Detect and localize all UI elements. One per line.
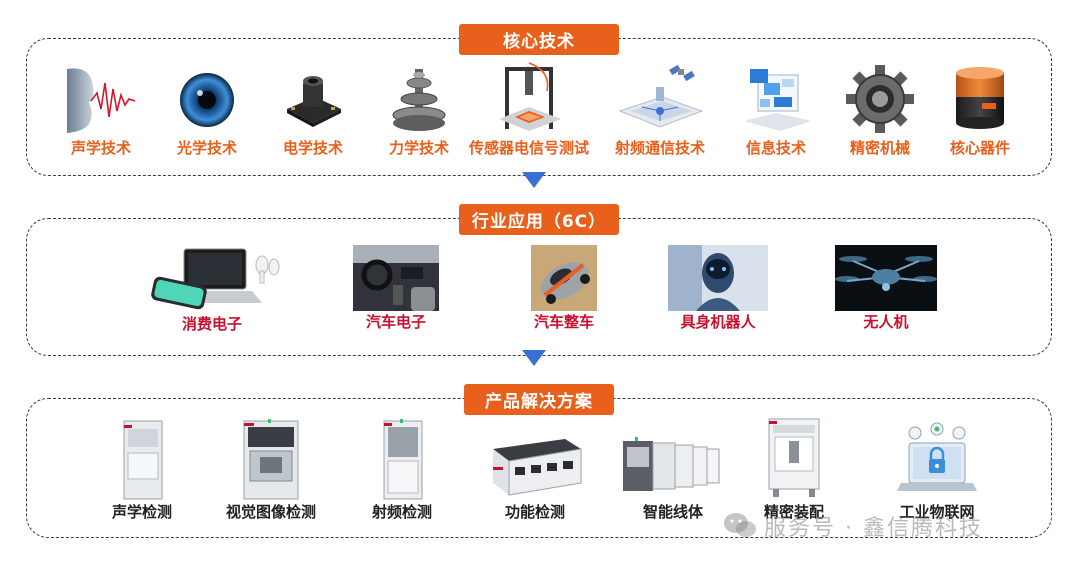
solution-label: 射频检测 bbox=[371, 503, 432, 521]
satellite-tablet-icon bbox=[618, 64, 704, 128]
industry-item-vehicles: 汽车整车 bbox=[509, 245, 619, 332]
core-tech-label: 力学技术 bbox=[388, 139, 449, 157]
core-tech-label: 光学技术 bbox=[176, 139, 237, 157]
core-tech-item-sensor-testing: 传感器电信号测试 bbox=[459, 61, 599, 158]
car-interior-icon bbox=[353, 245, 439, 311]
solution-item-iot: 工业物联网 bbox=[877, 421, 997, 522]
core-tech-label: 射频通信技术 bbox=[614, 139, 705, 157]
down-arrow-icon bbox=[522, 350, 546, 366]
industry-item-consumer-electronics: 消费电子 bbox=[137, 243, 287, 334]
cylinder-device-icon bbox=[956, 67, 1004, 129]
solution-item-assembly: 精密装配 bbox=[749, 415, 839, 522]
industry-title: 行业应用（6C） bbox=[459, 204, 619, 235]
iot-security-laptop-icon bbox=[897, 422, 977, 491]
industry-label: 无人机 bbox=[863, 313, 909, 331]
core-tech-label: 信息技术 bbox=[745, 139, 806, 157]
precision-gear-icon bbox=[846, 65, 914, 133]
solution-item-vision: 视觉图像检测 bbox=[211, 419, 331, 522]
vision-test-cabinet-icon bbox=[243, 419, 299, 500]
industry-section: 行业应用（6C） 消费电子 bbox=[26, 204, 1052, 356]
core-tech-label: 传感器电信号测试 bbox=[468, 139, 589, 157]
solution-label: 声学检测 bbox=[111, 503, 172, 521]
solutions-section: 产品解决方案 声学检测 视觉图像检测 bbox=[26, 384, 1052, 538]
down-arrow-icon bbox=[522, 172, 546, 188]
solution-label: 工业物联网 bbox=[899, 503, 975, 521]
industry-label: 具身机器人 bbox=[680, 313, 756, 331]
core-tech-label: 电学技术 bbox=[282, 139, 343, 157]
sensor-test-rig-icon bbox=[499, 62, 561, 131]
industry-label: 消费电子 bbox=[181, 315, 242, 333]
camera-module-chip-icon bbox=[287, 76, 341, 127]
core-tech-item-mechanical: 力学技术 bbox=[379, 63, 459, 158]
gear-stack-icon bbox=[392, 69, 446, 131]
core-tech-item-rf: 射频通信技术 bbox=[605, 61, 715, 158]
industry-label: 汽车整车 bbox=[533, 313, 594, 331]
industry-label: 汽车电子 bbox=[365, 313, 426, 331]
wechat-icon bbox=[724, 513, 756, 537]
core-tech-label: 核心器件 bbox=[949, 139, 1010, 157]
drone-icon bbox=[835, 245, 937, 311]
laptop-phone-earbuds-icon bbox=[151, 248, 280, 310]
core-tech-label: 精密机械 bbox=[849, 139, 910, 157]
core-tech-item-devices: 核心器件 bbox=[935, 61, 1025, 158]
solution-label: 智能线体 bbox=[642, 503, 703, 521]
smart-production-line-icon bbox=[623, 437, 720, 491]
solution-item-smart-line: 智能线体 bbox=[613, 419, 733, 522]
core-tech-label: 声学技术 bbox=[70, 139, 131, 157]
industry-item-drone: 无人机 bbox=[831, 245, 941, 332]
monitor-screens-icon bbox=[744, 69, 812, 131]
core-tech-title: 核心技术 bbox=[459, 24, 619, 55]
core-tech-item-optical: 光学技术 bbox=[167, 63, 247, 158]
solution-label: 精密装配 bbox=[763, 503, 824, 521]
core-tech-item-precision: 精密机械 bbox=[835, 61, 925, 158]
solution-item-function: 功能检测 bbox=[475, 419, 595, 522]
core-tech-item-electrical: 电学技术 bbox=[273, 63, 353, 158]
solution-item-rf: 射频检测 bbox=[357, 419, 447, 522]
solutions-title: 产品解决方案 bbox=[464, 384, 614, 415]
function-test-line-icon bbox=[493, 439, 582, 496]
acoustic-test-cabinet-icon bbox=[123, 420, 163, 500]
eye-iris-icon bbox=[180, 73, 234, 127]
solution-label: 视觉图像检测 bbox=[225, 503, 316, 521]
rf-test-cabinet-icon bbox=[383, 419, 423, 500]
solution-item-acoustic: 声学检测 bbox=[97, 419, 187, 522]
industry-item-robots: 具身机器人 bbox=[663, 245, 773, 332]
robot-head-icon bbox=[668, 245, 768, 311]
industry-item-auto-electronics: 汽车电子 bbox=[341, 245, 451, 332]
core-tech-section: 核心技术 声学技术 光学技术 bbox=[26, 24, 1052, 176]
solution-label: 功能检测 bbox=[504, 503, 565, 521]
sports-car-icon bbox=[531, 245, 597, 311]
core-tech-item-it: 信息技术 bbox=[731, 61, 821, 158]
core-tech-item-acoustic: 声学技术 bbox=[61, 63, 141, 158]
watermark-text: 服务号 · 鑫信腾科技 bbox=[764, 516, 983, 541]
precision-assembly-machine-icon bbox=[768, 418, 820, 497]
watermark: 服务号 · 鑫信腾科技 bbox=[722, 508, 983, 544]
acoustic-wave-head-icon bbox=[67, 68, 136, 133]
